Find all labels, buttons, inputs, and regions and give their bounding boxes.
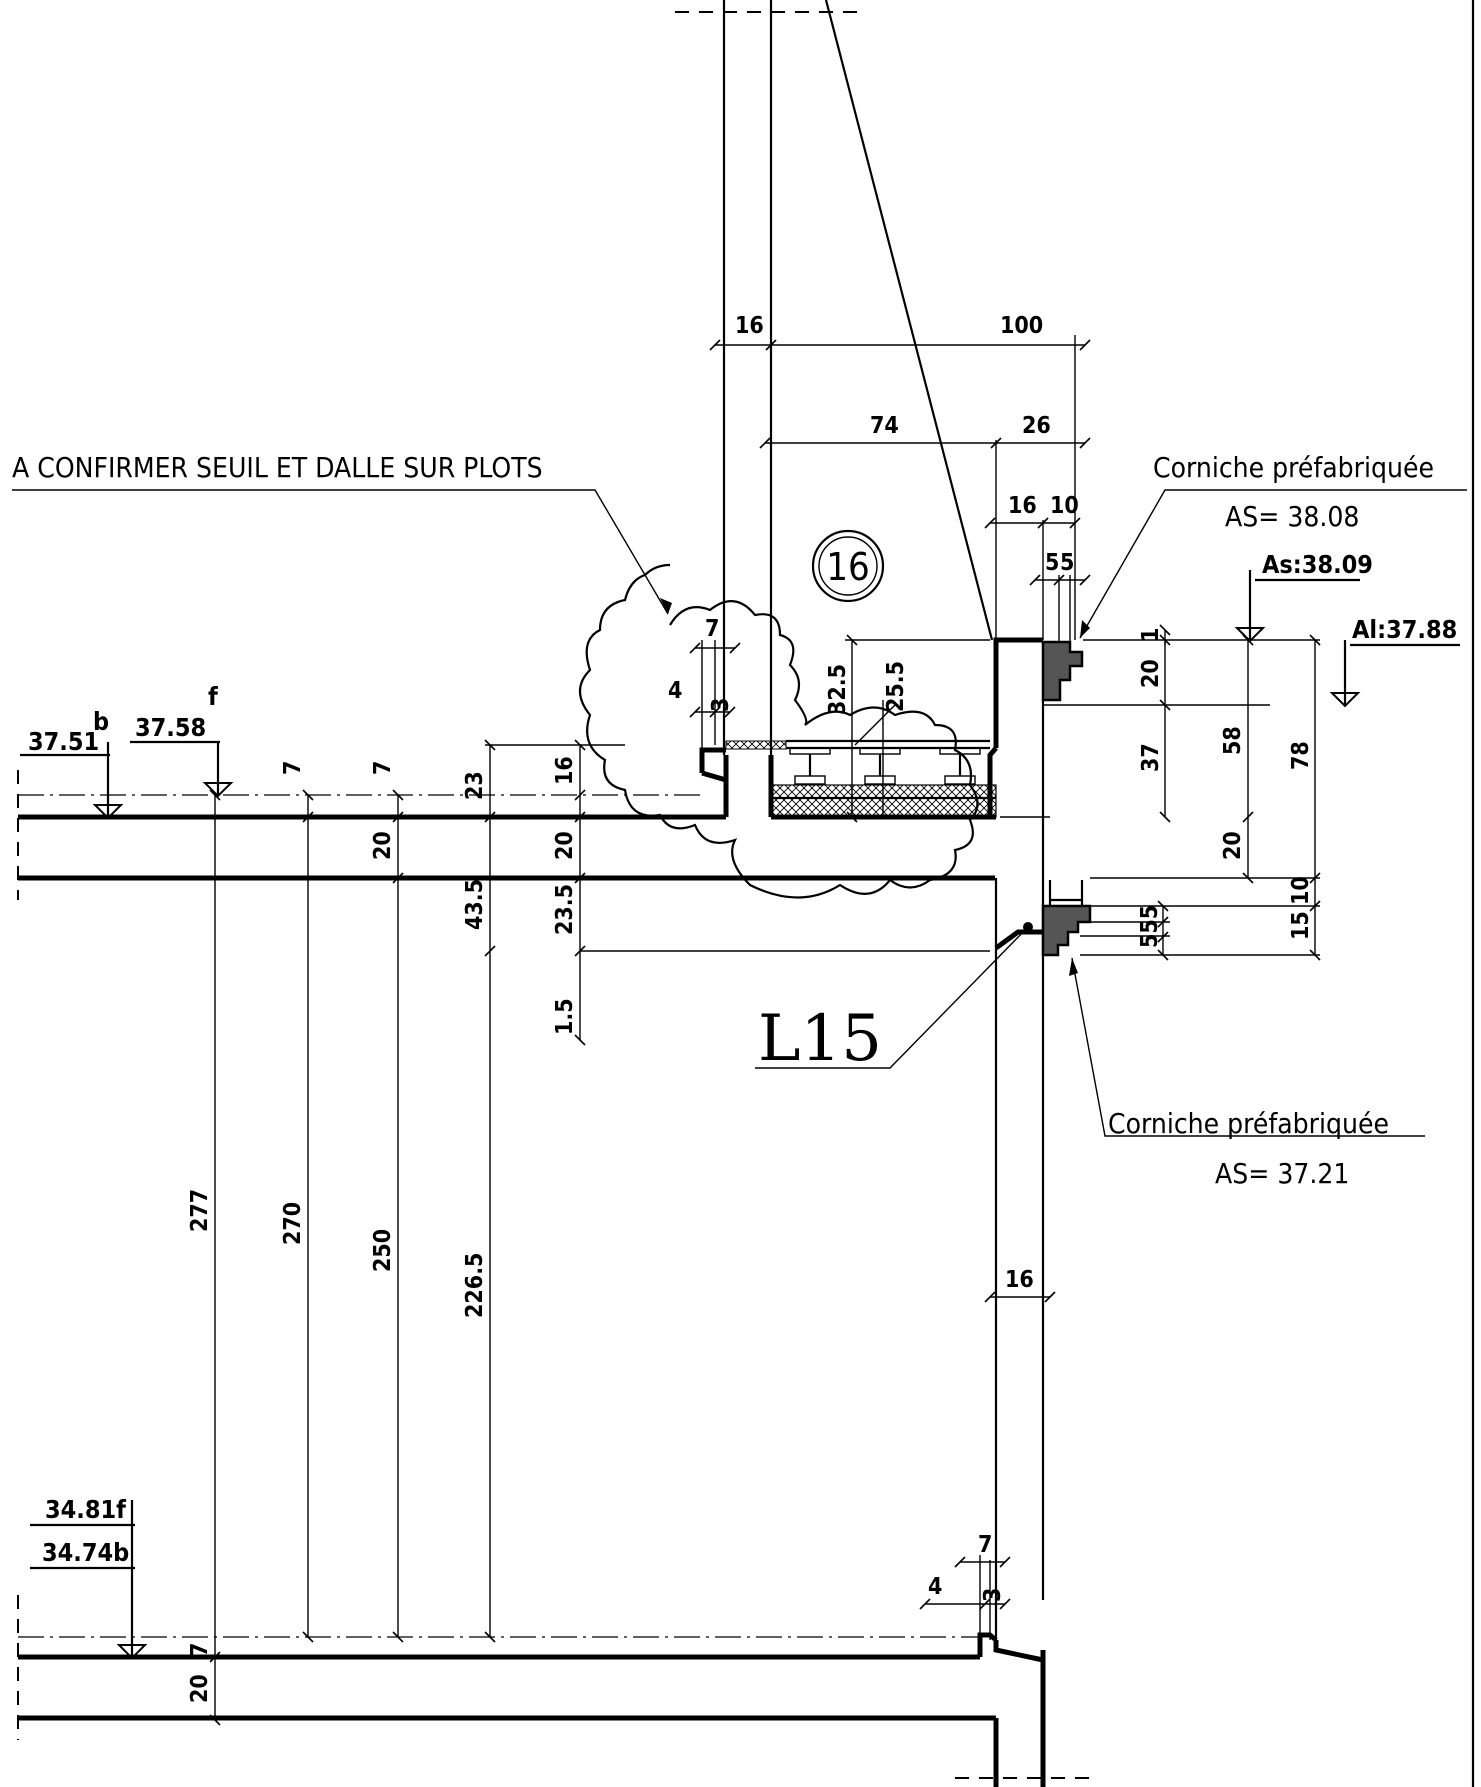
precast-cornice-top <box>1041 640 1084 702</box>
dim-32-5: 32.5 <box>825 664 851 715</box>
section-label: L15 <box>758 1002 882 1076</box>
dim-16-top: 16 <box>735 313 764 339</box>
dim-74: 74 <box>870 413 899 439</box>
precast-cornice-bottom <box>1041 880 1092 957</box>
pedestal-1 <box>789 747 831 785</box>
note-corniche-bottom-as: AS= 37.21 <box>1215 1157 1349 1190</box>
dimension-lines <box>209 335 1321 1726</box>
dim-26: 26 <box>1022 413 1051 439</box>
level-markers <box>20 570 1460 1660</box>
dim-7-low: 7 <box>978 1532 992 1558</box>
dim-277: 277 <box>187 1189 213 1232</box>
dim-7-b: 7 <box>370 761 396 775</box>
dim-5-a: 5 <box>1045 550 1059 576</box>
dim-20-lowslab: 20 <box>187 1674 213 1703</box>
dim-10-mid: 10 <box>1050 493 1079 519</box>
annotation-texts: A CONFIRMER SEUIL ET DALLE SUR PLOTS Cor… <box>12 313 1457 1703</box>
level-lower-f: 34.81f <box>45 1495 126 1524</box>
level-upper-f: 37.58 <box>135 713 206 742</box>
dim-23-5: 23.5 <box>552 884 578 935</box>
dim-37: 37 <box>1138 743 1164 772</box>
dim-4-sill: 4 <box>668 678 682 704</box>
dim-10-right: 10 <box>1288 876 1314 905</box>
level-upper-f-suffix: f <box>208 682 218 711</box>
dim-555: 555 <box>1137 905 1163 948</box>
dim-43-5: 43.5 <box>462 879 488 930</box>
dim-20-b: 20 <box>552 831 578 860</box>
dim-16-mid: 16 <box>1008 493 1037 519</box>
pedestal-2 <box>859 747 901 785</box>
note-corniche-top-as: AS= 38.08 <box>1225 500 1359 533</box>
note-confirm-sill: A CONFIRMER SEUIL ET DALLE SUR PLOTS <box>12 451 543 484</box>
dim-1-5: 1.5 <box>552 998 578 1035</box>
deck-on-pedestals <box>725 704 997 818</box>
dim-226-5: 226.5 <box>462 1253 488 1318</box>
note-corniche-top-title: Corniche préfabriquée <box>1153 451 1434 484</box>
dim-7-lowslab: 7 <box>187 1643 213 1657</box>
level-upper-b-suffix: b <box>93 707 109 736</box>
dim-20-a: 20 <box>370 831 396 860</box>
dim-7-sill: 7 <box>705 616 719 642</box>
dim-23: 23 <box>462 771 488 800</box>
dim-78: 78 <box>1288 741 1314 770</box>
dim-1: 1 <box>1138 628 1164 642</box>
dim-16-wall: 16 <box>1005 1267 1034 1293</box>
dim-20-right-low: 20 <box>1220 831 1246 860</box>
dim-4-low: 4 <box>928 1574 942 1600</box>
level-as-top: As:38.09 <box>1262 550 1373 579</box>
dim-20-right: 20 <box>1138 659 1164 688</box>
dim-16-slab: 16 <box>552 756 578 785</box>
dim-5-b: 5 <box>1060 550 1074 576</box>
level-lower-b: 34.74b <box>42 1538 129 1567</box>
detail-number: 16 <box>826 545 870 589</box>
dim-58: 58 <box>1220 726 1246 755</box>
dim-100: 100 <box>1000 313 1043 339</box>
dim-3-low: 3 <box>980 1588 1006 1602</box>
level-al-top: Al:37.88 <box>1352 615 1457 644</box>
structure-lines <box>17 0 1475 1787</box>
dim-270: 270 <box>280 1202 306 1245</box>
level-upper-b: 37.51 <box>28 727 99 756</box>
dim-250: 250 <box>370 1229 396 1272</box>
note-corniche-bottom-title: Corniche préfabriquée <box>1108 1107 1389 1140</box>
dim-7-a: 7 <box>280 761 306 775</box>
dim-15-right: 15 <box>1288 911 1314 940</box>
revision-cloud <box>578 563 979 899</box>
dim-3-sill: 3 <box>708 698 734 712</box>
dim-25-5: 25.5 <box>883 661 909 712</box>
leaders <box>12 489 1467 1137</box>
